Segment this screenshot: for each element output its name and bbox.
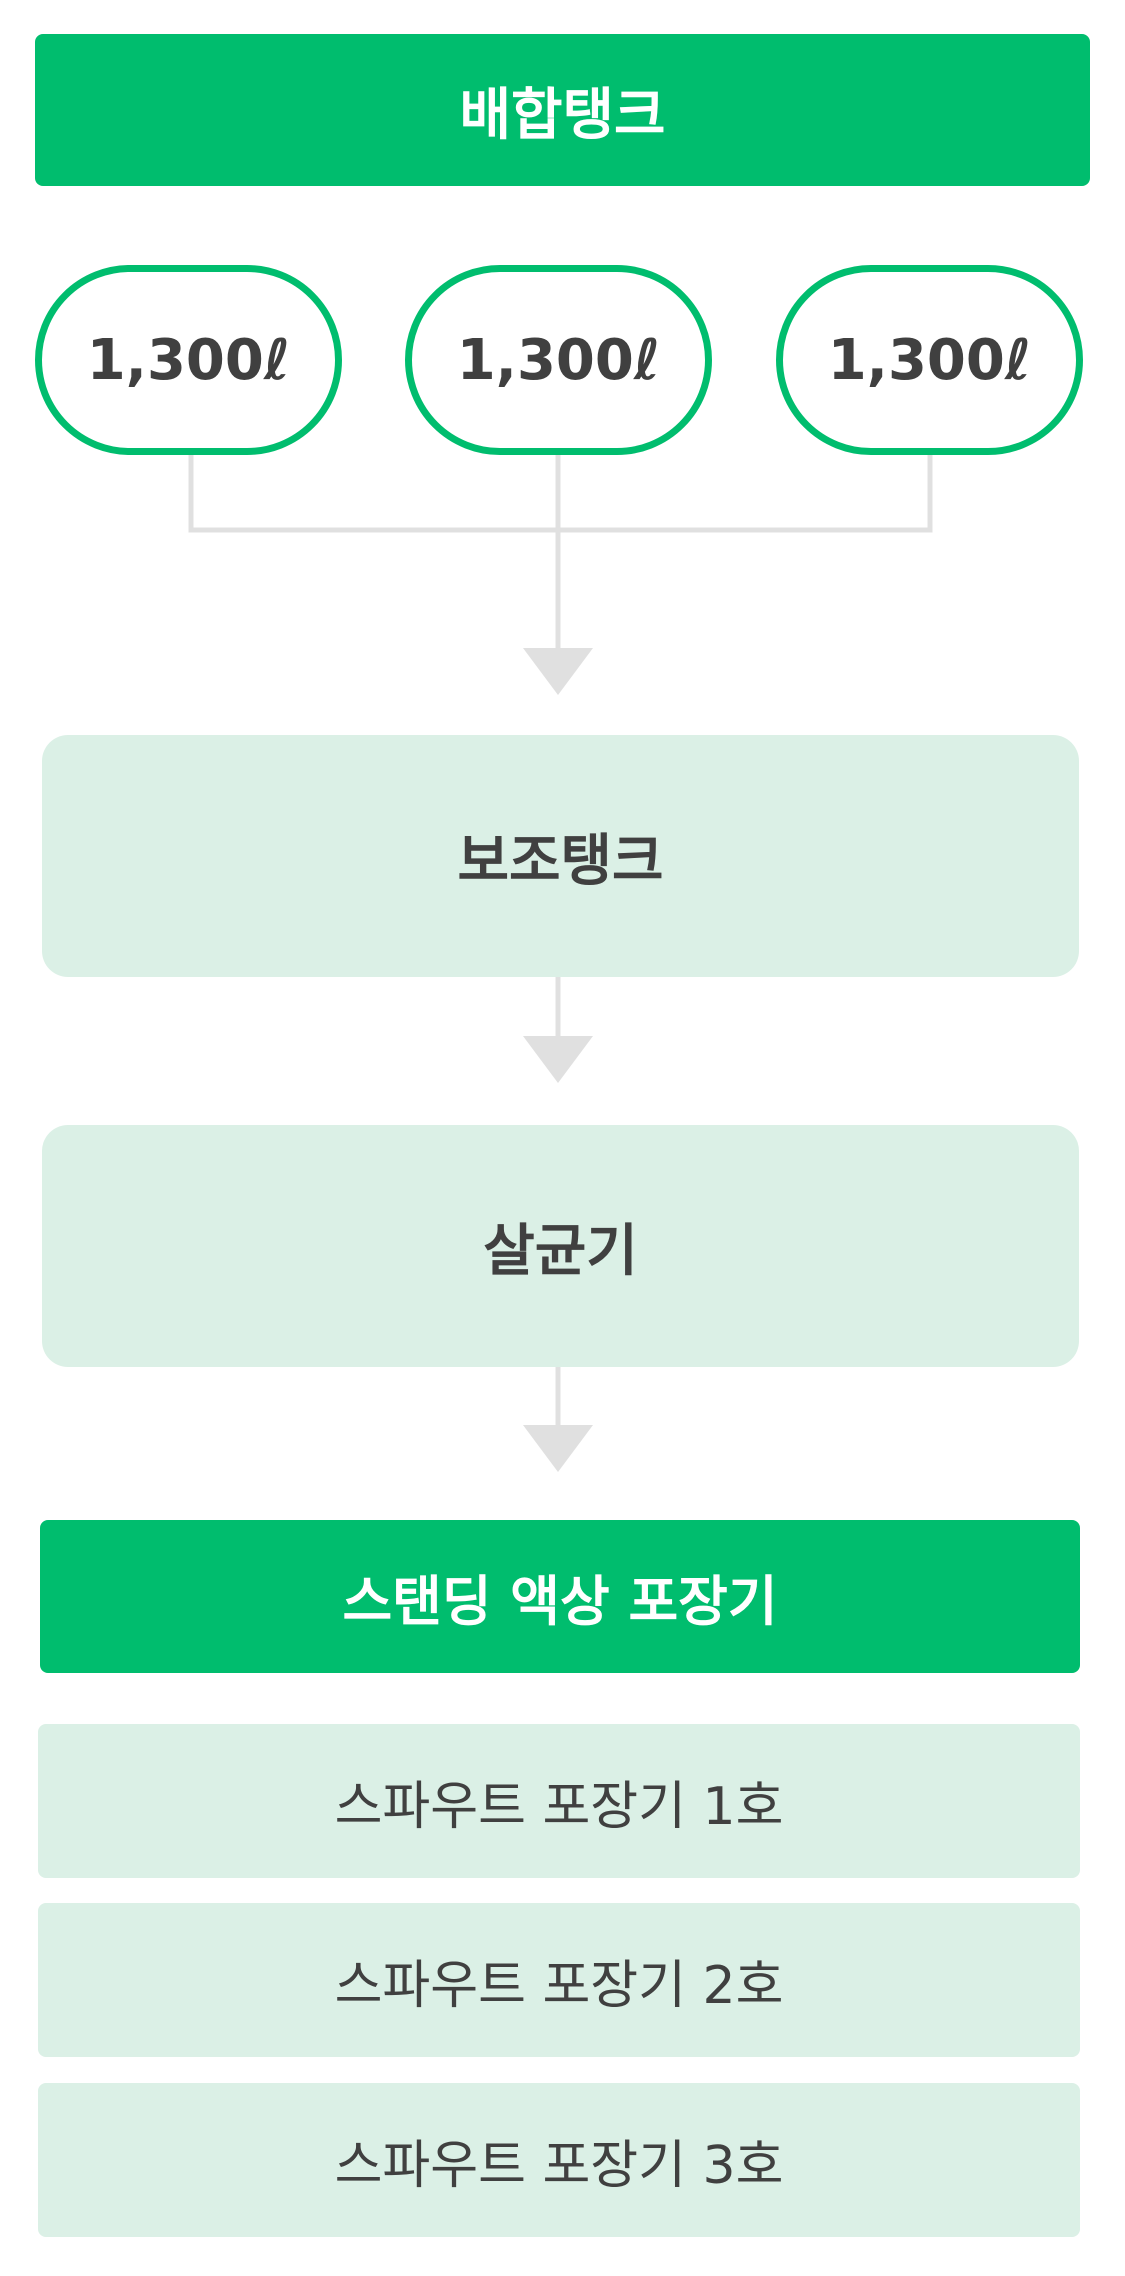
spout-machine-label: 스파우트 포장기 1호 (334, 1776, 784, 1837)
arrow-to-sub-tank-icon (523, 648, 593, 695)
sterilizer-label: 살균기 (483, 1218, 638, 1284)
mixing-tank-header: 배합탱크 (35, 34, 1090, 186)
arrow-to-sterilizer-icon (523, 1036, 593, 1083)
spout-machine-3: 스파우트 포장기 3호 (38, 2083, 1080, 2237)
sub-tank-label: 보조탱크 (457, 828, 664, 894)
sterilizer-box: 살균기 (42, 1125, 1079, 1367)
sub-tank-box: 보조탱크 (42, 735, 1079, 977)
standing-packaging-label: 스탠딩 액상 포장기 (342, 1570, 778, 1633)
arrow-to-packaging-icon (523, 1425, 593, 1472)
tank-merge-lines (188, 455, 933, 650)
tank-capacity-value: 1,300ℓ (86, 327, 291, 393)
spout-machine-1: 스파우트 포장기 1호 (38, 1724, 1080, 1878)
tank-capacity-pill-2: 1,300ℓ (405, 265, 712, 455)
tank-capacity-pill-1: 1,300ℓ (35, 265, 342, 455)
standing-packaging-header: 스탠딩 액상 포장기 (40, 1520, 1080, 1673)
tank-capacity-pill-3: 1,300ℓ (776, 265, 1083, 455)
spout-machine-label: 스파우트 포장기 2호 (334, 1955, 784, 2016)
spout-machine-label: 스파우트 포장기 3호 (334, 2135, 784, 2196)
spout-machine-2: 스파우트 포장기 2호 (38, 1903, 1080, 2057)
tank-capacity-value: 1,300ℓ (456, 327, 661, 393)
mixing-tank-label: 배합탱크 (459, 82, 666, 148)
tank-capacity-value: 1,300ℓ (827, 327, 1032, 393)
